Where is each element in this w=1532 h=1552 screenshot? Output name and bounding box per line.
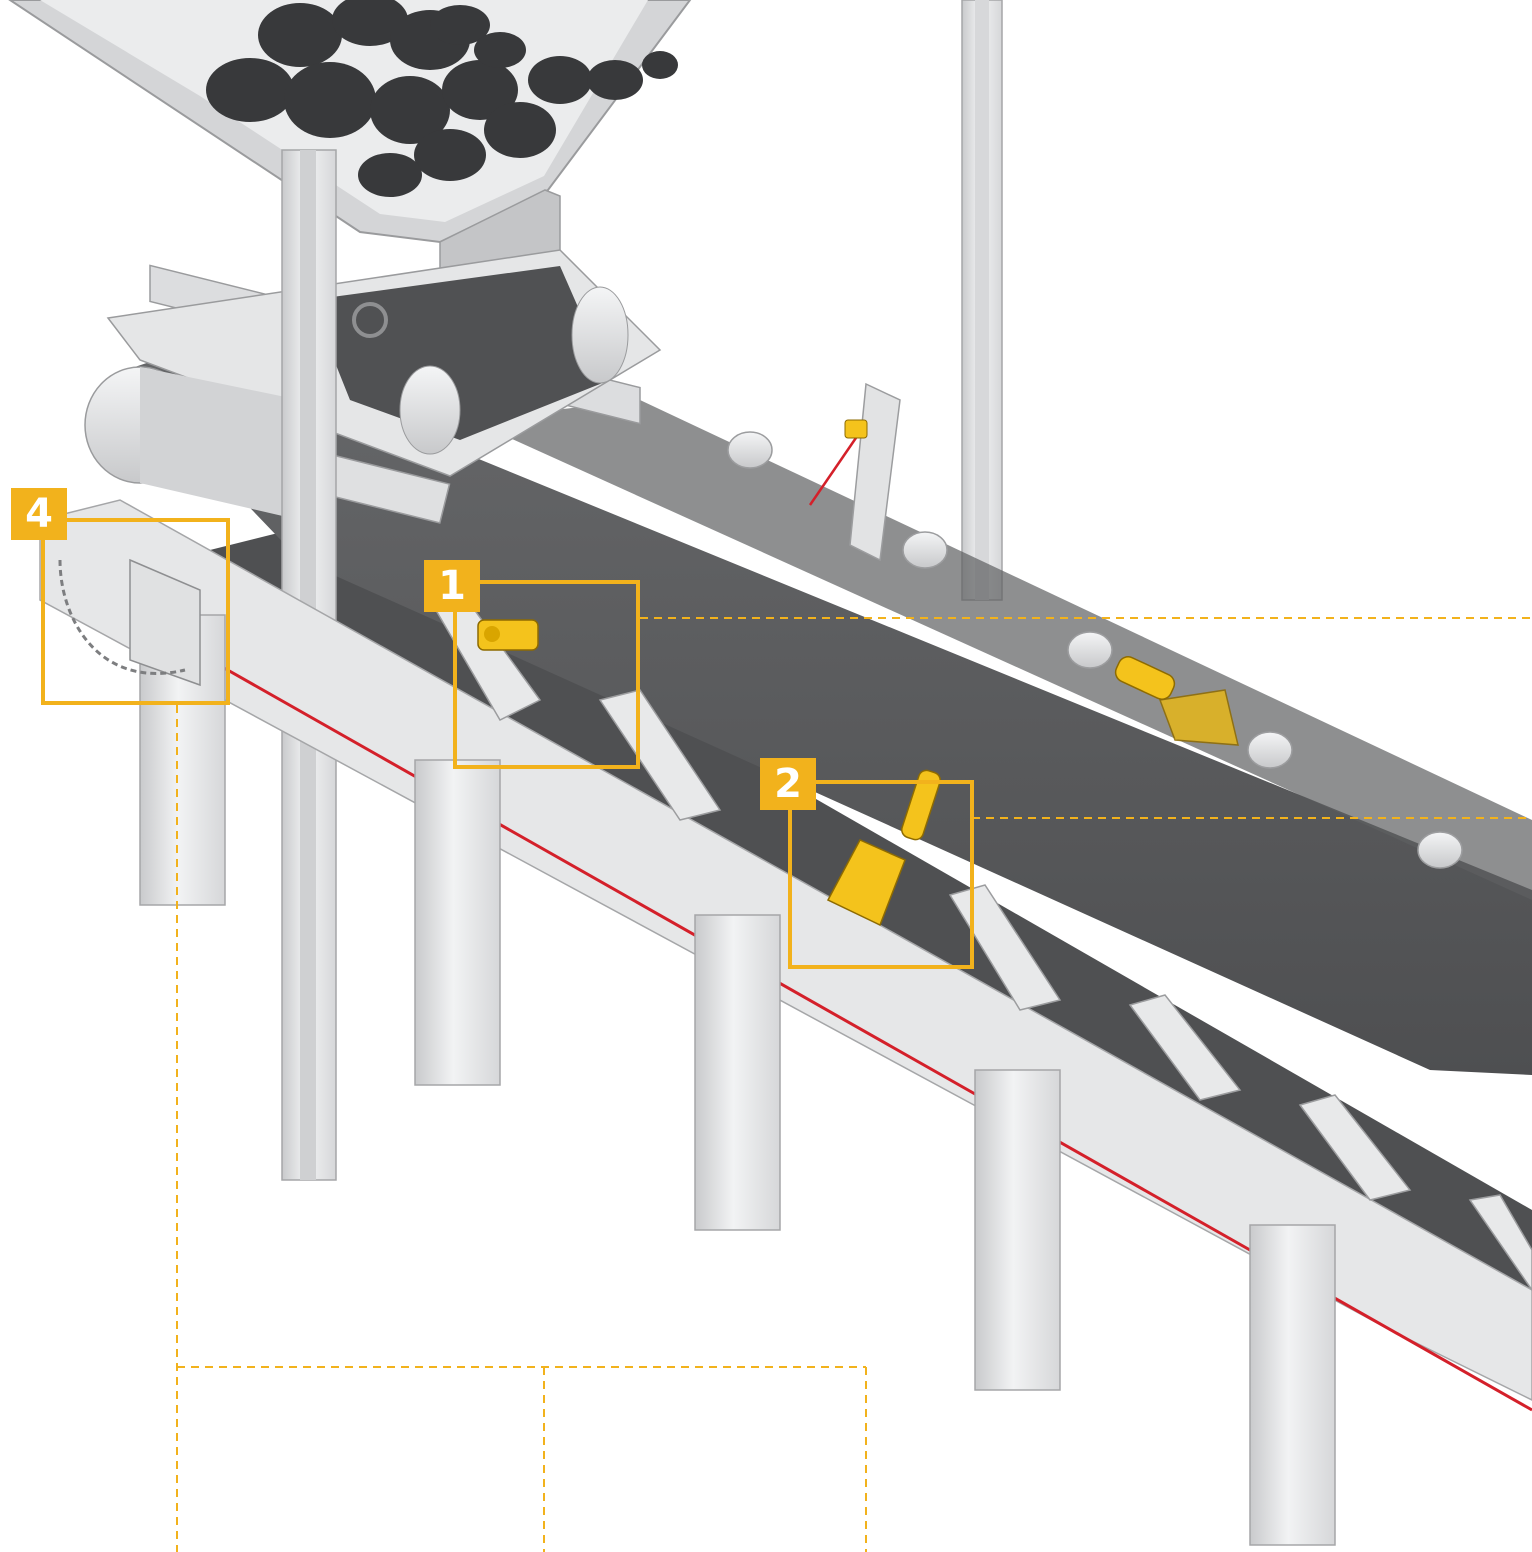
hopper — [8, 0, 692, 283]
belt-alignment-switch — [1114, 656, 1239, 746]
callout-label-backgrounds — [11, 488, 816, 810]
side-frame-beam — [39, 499, 1532, 1401]
legs — [139, 614, 1336, 1546]
handwheel-icon — [352, 302, 388, 338]
callout-label-2: 2 — [774, 761, 802, 807]
callout-box-1 — [453, 580, 640, 769]
tension-switch-small — [844, 419, 868, 439]
callout-boxes — [41, 518, 974, 969]
callout-box-2 — [788, 780, 974, 969]
belt-highlight — [470, 400, 1532, 900]
idler-supports — [428, 589, 1532, 1292]
support-column-right — [961, 0, 1003, 601]
pull-wire-switch-2 — [826, 769, 941, 927]
pull-wire-switch-1 — [477, 619, 539, 651]
callout-box-4 — [41, 518, 230, 705]
callout-label-4: 4 — [25, 491, 53, 537]
chain-guard — [58, 558, 201, 687]
idler-rollers — [727, 431, 1463, 869]
conveyor-belt — [120, 345, 1532, 1075]
callout-leader-lines — [176, 617, 1532, 1552]
coal-pile — [206, 0, 678, 197]
head-drum — [84, 366, 300, 520]
pull-cord-wire-upper — [808, 431, 862, 506]
callout-label-1: 1 — [438, 563, 466, 609]
